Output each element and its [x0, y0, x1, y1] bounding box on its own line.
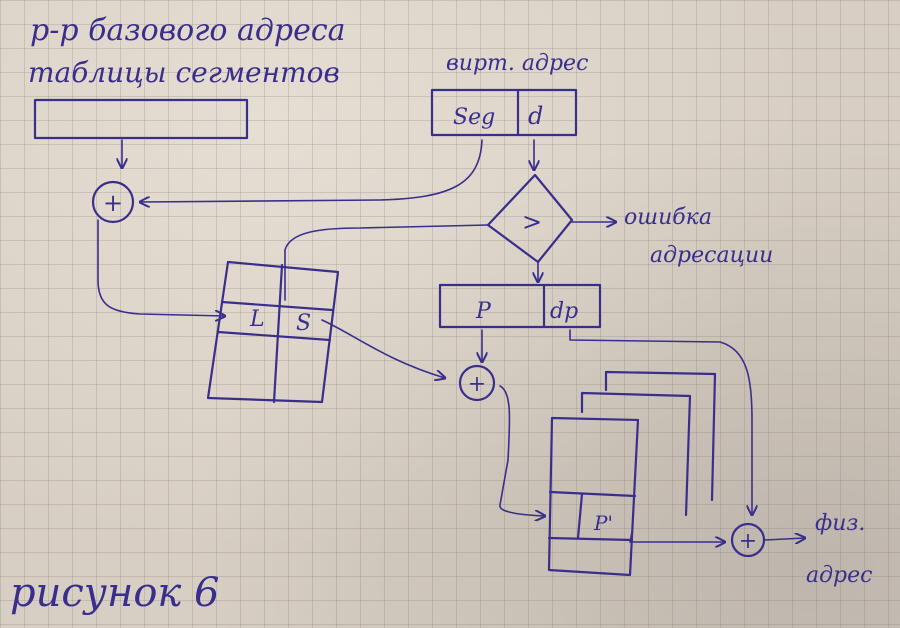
segment-table: L S — [206, 260, 340, 404]
arrow-seg-to-adder — [140, 139, 483, 202]
arrow-adder-to-table — [97, 219, 225, 316]
line-limit-to-comparator — [284, 224, 489, 301]
physical-address-line1: физ. — [815, 511, 865, 536]
plus-sign: + — [468, 372, 486, 397]
page-offset-register: P dp — [438, 283, 602, 329]
page-field: P — [475, 299, 492, 324]
register-label-line1: р-р базового адреса — [30, 13, 346, 48]
arrow-start-to-adder — [321, 319, 445, 378]
adder-physical-address: + — [730, 522, 766, 558]
physical-address-line2: адрес — [806, 563, 872, 588]
error-label-line1: ошибка — [624, 205, 712, 230]
page-table — [547, 416, 640, 577]
limit-comparator: > — [486, 173, 574, 264]
error-label-line2: адресации — [650, 243, 773, 268]
register-label-line2: таблицы сегментов — [28, 56, 340, 89]
table-limit-field: L — [249, 307, 265, 332]
plus-sign: + — [739, 529, 757, 554]
plus-sign: + — [103, 189, 123, 217]
arrow-to-physical-address — [764, 538, 805, 540]
page-table-stack: P' — [547, 370, 717, 577]
arrow-frame-to-adder — [629, 531, 725, 542]
figure-caption: рисунок 6 — [10, 570, 219, 616]
segment-table-base-register — [33, 98, 249, 140]
arrow-adder-to-page-table — [499, 385, 545, 516]
virtual-address-register: Seg d — [430, 88, 578, 137]
d-field: d — [528, 102, 543, 130]
adder-segment-table: + — [91, 180, 135, 224]
arrow-offset-to-adder — [569, 329, 752, 515]
adder-page-table: + — [458, 364, 496, 402]
virtual-address-label: вирт. адрес — [446, 51, 588, 76]
dp-field: dp — [550, 299, 578, 324]
compare-sign: > — [522, 208, 542, 236]
seg-field: Seg — [453, 105, 495, 130]
frame-field: P' — [593, 511, 613, 535]
table-start-field: S — [296, 311, 311, 336]
